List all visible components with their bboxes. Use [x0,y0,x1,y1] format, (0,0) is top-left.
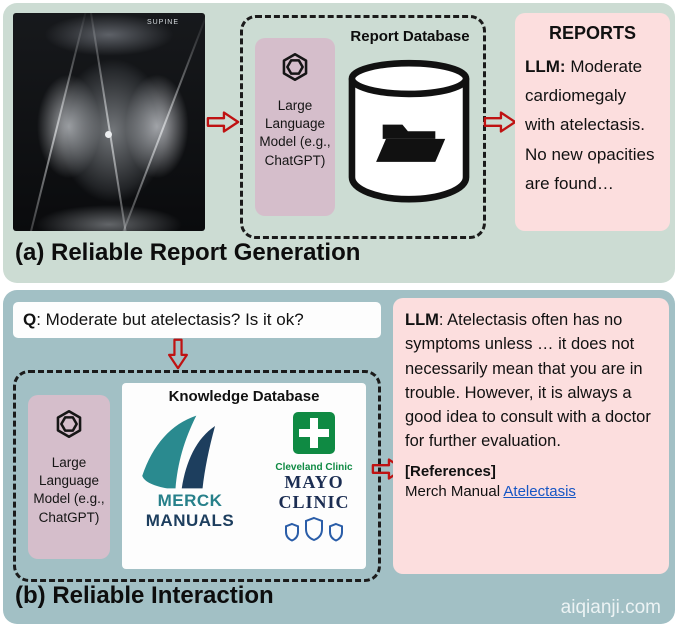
question-prefix: Q [23,310,37,329]
reference-line: Merch Manual Atelectasis [405,483,657,500]
arrow-right-icon [483,109,517,140]
question-text: : Moderate but atelectasis? Is it ok? [36,310,304,329]
llm-box: Large Language Model (e.g., ChatGPT) [28,395,110,559]
answer-body-text: : Atelectasis often has no symptoms unle… [405,311,651,451]
llm-prefix: LLM [405,311,439,329]
llm-knowledge-group: Large Language Model (e.g., ChatGPT) Kno… [13,370,381,582]
knowledge-database-box: Knowledge Database MERCK MANUALS [122,383,366,569]
knowledge-database-title: Knowledge Database [168,388,320,405]
reference-link[interactable]: Atelectasis [503,482,576,500]
watermark: aiqianji.com [560,597,661,618]
cleveland-clinic-mark [293,412,335,454]
answer-box: LLM: Atelectasis often has no symptoms u… [393,298,669,574]
question-box: Q: Moderate but atelectasis? Is it ok? [13,302,381,338]
reference-source: Merch Manual [405,482,504,500]
mayo-shields-icon [285,516,343,542]
xray-electrode [105,131,112,138]
xray-wire [87,13,133,231]
xray-wire [114,13,205,231]
llm-box-label: Large Language Model (e.g., ChatGPT) [259,98,331,168]
cleveland-clinic-wordmark: Cleveland Clinic [275,462,353,473]
merck-line1: MERCK [157,491,223,510]
chest-xray-image: SUPINE [13,13,205,231]
arrow-right-icon [206,109,240,140]
reports-box: REPORTS LLM: Moderate cardiomegaly with … [515,13,670,231]
cleveland-clinic-logo: Cleveland Clinic [262,411,366,473]
mayo-clinic-logo: MAYO CLINIC [262,472,366,550]
llm-box-label: Large Language Model (e.g., ChatGPT) [33,455,105,525]
merck-manuals-wordmark: MERCK MANUALS [122,491,258,531]
mayo-line2: CLINIC [278,491,350,512]
reports-text: LLM: Moderate cardiomegaly with atelecta… [525,52,660,198]
arrow-down-icon [165,338,191,375]
llm-box: Large Language Model (e.g., ChatGPT) [255,38,335,216]
caption-b: (b) Reliable Interaction [15,582,274,609]
openai-logo-icon [52,407,86,446]
merck-manuals-logo [136,413,240,496]
xray-wire [23,13,89,231]
llm-database-group: Large Language Model (e.g., ChatGPT) Rep… [240,15,486,239]
xray-supine-label: SUPINE [146,19,179,26]
answer-text: LLM: Atelectasis often has no symptoms u… [405,308,657,454]
reports-title: REPORTS [548,23,636,43]
folder-icon [376,124,446,162]
llm-prefix: LLM: [525,57,566,76]
report-database-title: Report Database [350,28,470,45]
openai-logo-icon [278,50,312,89]
merck-line2: MANUALS [145,511,235,531]
mayo-line1: MAYO [284,472,344,492]
caption-a: (a) Reliable Report Generation [15,239,361,266]
panel-reliable-interaction: Q: Moderate but atelectasis? Is it ok? L… [3,290,675,624]
panel-report-generation: SUPINE Large Language Model (e.g., ChatG… [3,3,675,283]
database-icon [341,52,477,211]
references-title: [References] [405,462,496,480]
reports-body-text: Moderate cardiomegaly with atelectasis. … [525,57,655,193]
